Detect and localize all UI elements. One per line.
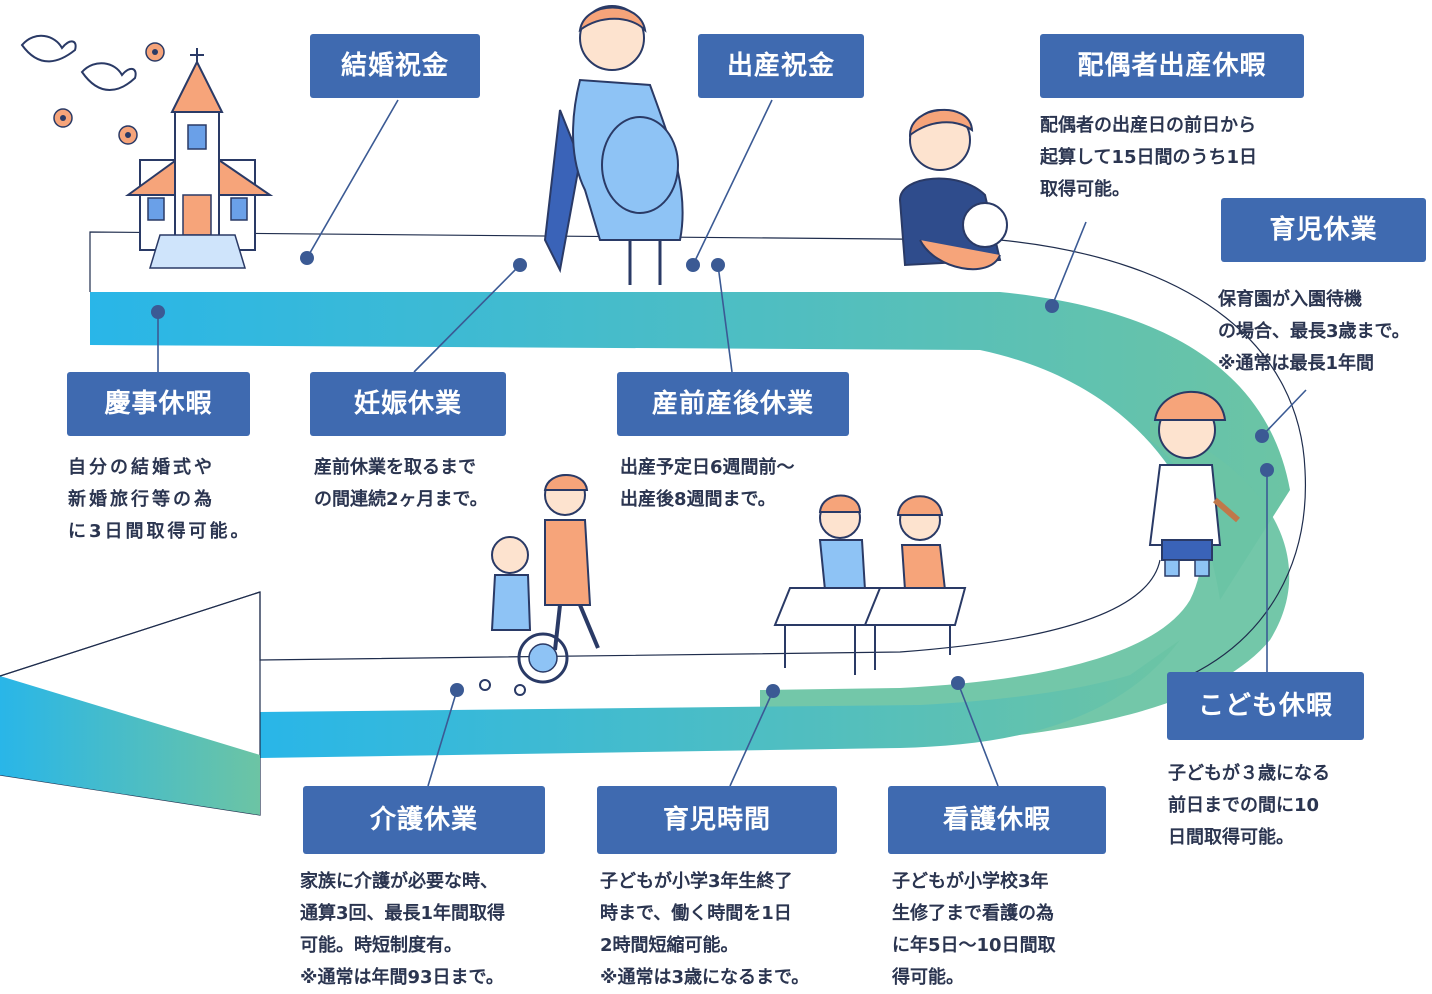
- church-illustration: [124, 48, 274, 269]
- students-at-desks-illustration: [773, 494, 967, 675]
- path-bottom-band: [260, 640, 1180, 758]
- leader-lines: [157, 99, 1307, 787]
- doves-and-flowers-illustration: [20, 34, 165, 145]
- label-ikuji-kyugyo: 育児休業: [1221, 198, 1426, 262]
- dot-keiji: [151, 305, 165, 319]
- dot-kekkon: [300, 251, 314, 265]
- label-kekkon-iwaikin: 結婚祝金: [310, 34, 480, 98]
- label-shussan-iwaikin: 出産祝金: [698, 34, 864, 98]
- desc-kaigo-kyugyo: 家族に介護が必要な時、通算3回、最長1年間取得可能。時短制度有。※通常は年間93…: [300, 871, 506, 988]
- caregiver-wheelchair-illustration: [479, 474, 600, 696]
- dot-shussan: [686, 258, 700, 272]
- desc-sanzen-sango-kyugyo: 出産予定日6週間前～出産後8週間まで。: [620, 457, 795, 510]
- dot-ninshin: [513, 258, 527, 272]
- life-path-arrow: [0, 231, 1307, 816]
- dot-sanzen: [711, 258, 725, 272]
- path-top-outline: [89, 231, 1307, 681]
- desc-keiji-kyuka: 自分の結婚式や新婚旅行等の為に3日間取得可能。: [68, 457, 252, 542]
- leader-dots: [151, 251, 1274, 698]
- dot-ikuji-kyugyo: [1255, 429, 1269, 443]
- desc-ikuji-kyugyo: 保育園が入園待機の場合、最長3歳まで。※通常は最長1年間: [1218, 289, 1410, 374]
- label-sanzen-sango-kyugyo: 産前産後休業: [617, 372, 849, 436]
- pregnant-woman-illustration: [543, 5, 684, 285]
- desc-ninshin-kyugyo: 産前休業を取るまでの間連続2ヶ月まで。: [314, 457, 488, 510]
- desc-haigusha-shussan-kyuka: 配偶者の出産日の前日から起算して15日間のうち1日取得可能。: [1040, 115, 1258, 200]
- dot-haigusha: [1045, 299, 1059, 313]
- label-kodomo-kyuka: こども休暇: [1167, 672, 1364, 740]
- label-ninshin-kyugyo: 妊娠休業: [310, 372, 506, 436]
- dot-kaigo: [450, 683, 464, 697]
- child-illustration: [1148, 390, 1240, 577]
- father-with-baby-illustration: [898, 108, 1008, 271]
- dot-kango: [951, 676, 965, 690]
- dot-kodomo: [1260, 463, 1274, 477]
- label-haigusha-shussan-kyuka: 配偶者出産休暇: [1040, 34, 1304, 98]
- label-kaigo-kyugyo: 介護休業: [303, 786, 545, 854]
- path-arrow-head-outline: [0, 591, 261, 677]
- path-bottom-outline: [259, 559, 1161, 661]
- label-keiji-kyuka: 慶事休暇: [67, 372, 250, 436]
- desc-kango-kyuka: 子どもが小学校3年生修了まで看護の為に年5日～10日間取得可能。: [892, 871, 1056, 988]
- dot-ikuji-jikan: [766, 684, 780, 698]
- path-arrow-head-fill: [0, 676, 260, 815]
- label-ikuji-jikan: 育児時間: [597, 786, 837, 854]
- path-top-band: [90, 292, 1290, 600]
- label-kango-kyuka: 看護休暇: [888, 786, 1106, 854]
